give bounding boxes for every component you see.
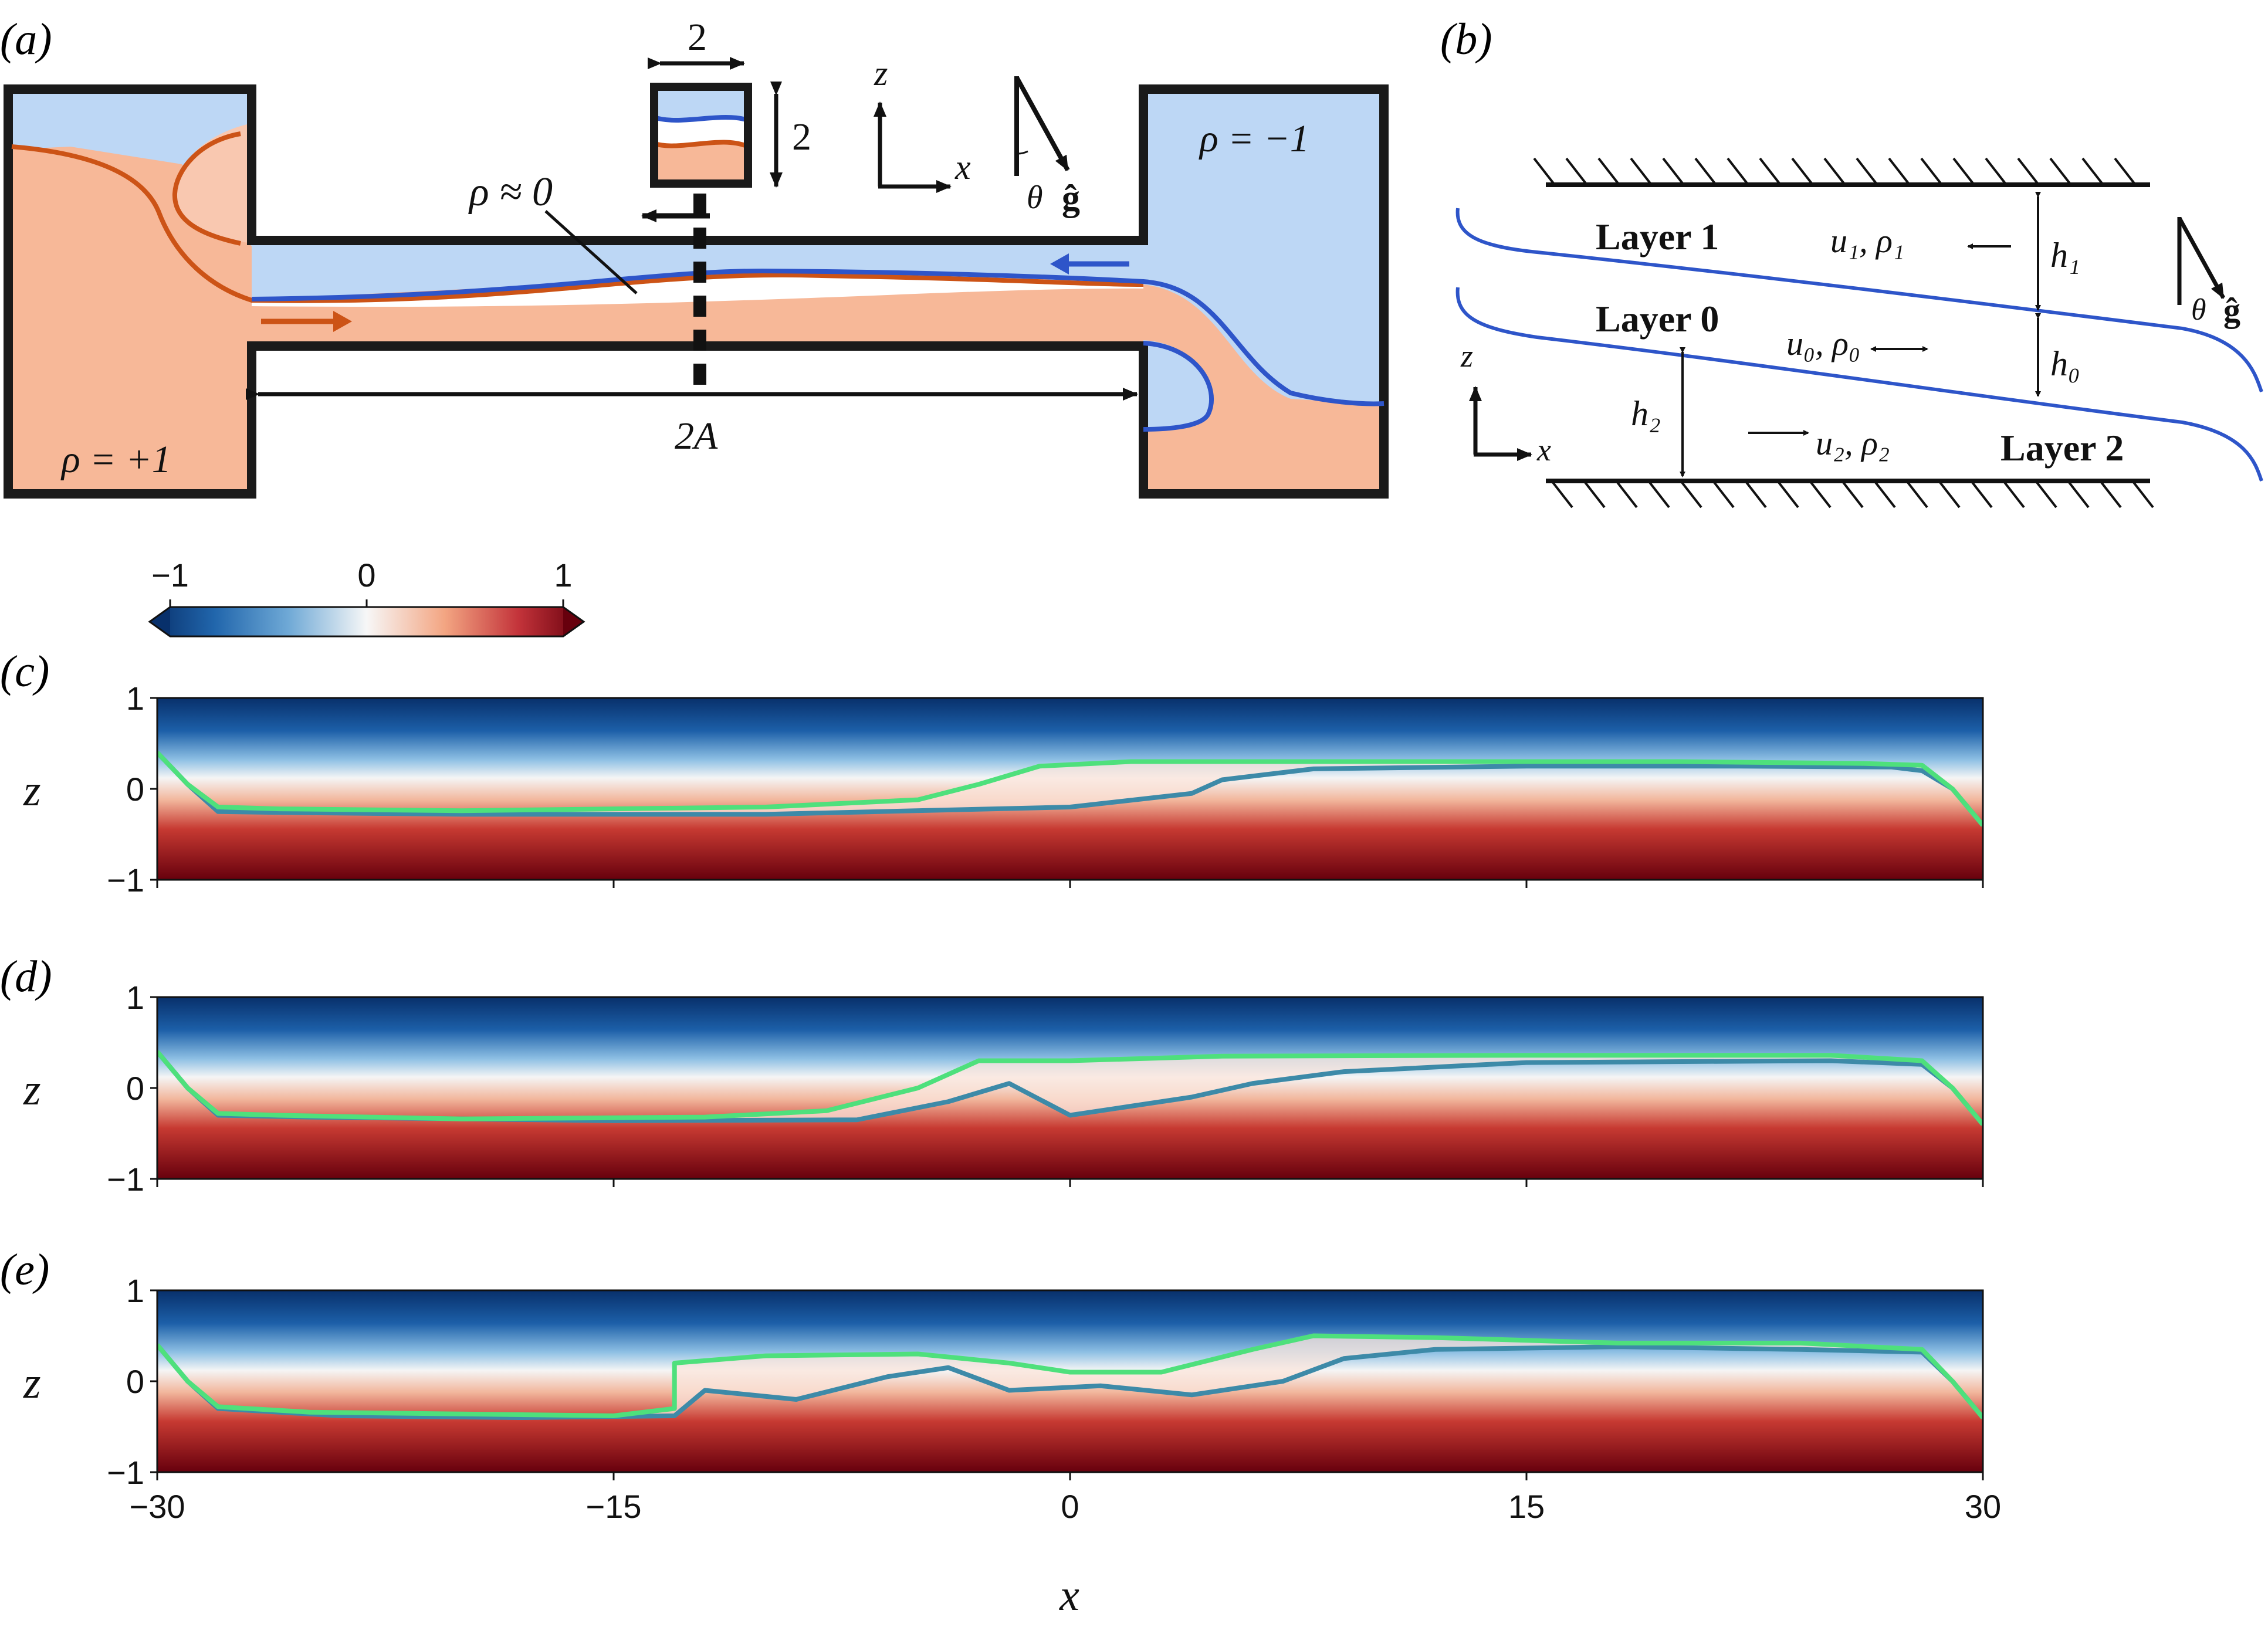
x-tick-label: −30 xyxy=(130,1488,185,1525)
upper-contour xyxy=(157,1050,1983,1126)
upper-contour xyxy=(157,751,1983,827)
y-axis-label: z xyxy=(23,766,41,815)
mixed-layer-region xyxy=(157,1336,1983,1418)
y-axis-label: z xyxy=(23,1358,41,1408)
rho-mid-label: ρ ≈ 0 xyxy=(468,170,553,215)
field-panel: 1 0 −1 z xyxy=(23,979,1984,1198)
layer1-label: Layer 1 xyxy=(1596,216,1719,257)
rho-left-label: ρ = +1 xyxy=(60,438,171,481)
y-tick-label: 0 xyxy=(126,771,144,808)
y-tick-label: −1 xyxy=(107,862,144,899)
field-panel: 1 0 −1 z xyxy=(23,680,1984,899)
colorbar-tick-neg: −1 xyxy=(151,557,189,594)
panel-label-b: (b) xyxy=(1440,15,1492,64)
colorbar-gradient xyxy=(150,607,584,636)
panel-label-e: (e) xyxy=(0,1245,49,1294)
tilt-angle-label-a: θ xyxy=(1027,179,1043,216)
rho-right-label: ρ = −1 xyxy=(1199,117,1309,160)
three-layer-schematic xyxy=(1455,157,2263,509)
layer2-label: Layer 2 xyxy=(2000,427,2124,469)
h1-label: h₁ xyxy=(2050,236,2080,274)
h2-label: h₂ xyxy=(1631,394,1661,433)
y-tick-label: 1 xyxy=(126,680,144,717)
x-tick-label: −15 xyxy=(586,1488,642,1525)
x-tick-label: 15 xyxy=(1508,1488,1545,1525)
y-tick-label: −1 xyxy=(107,1454,144,1491)
colorbar-tick-pos: 1 xyxy=(554,557,572,594)
cross-section-height-label: 2 xyxy=(792,116,811,158)
y-axis-label: z xyxy=(23,1065,41,1114)
axis-x-label-a: x xyxy=(954,148,971,187)
y-tick-label: 1 xyxy=(126,1272,144,1309)
lower-contour xyxy=(157,1343,1983,1420)
x-tick-label: 30 xyxy=(1965,1488,2001,1525)
mixed-layer-region xyxy=(157,753,1983,825)
panel-label-a: (a) xyxy=(0,15,52,64)
gravity-label-b: ĝ xyxy=(2223,291,2240,329)
field-panel: 1 0 −1−30 −15 0 15 30 z xyxy=(23,1272,2001,1525)
lower-contour xyxy=(157,751,1983,827)
channel-schematic xyxy=(4,57,1389,499)
y-tick-label: 1 xyxy=(126,979,144,1016)
colorbar xyxy=(148,599,585,638)
axis-x-label-b: x xyxy=(1536,432,1551,467)
layer0-label: Layer 0 xyxy=(1596,298,1719,340)
axis-z-label-b: z xyxy=(1460,338,1473,374)
y-tick-label: −1 xyxy=(107,1161,144,1198)
u2-rho2-label: u₂, ρ₂ xyxy=(1816,424,1890,462)
x-axis-label: x xyxy=(1059,1571,1079,1620)
gravity-label-a: ĝ xyxy=(1062,178,1080,218)
colorbar-tick-zero: 0 xyxy=(357,557,375,594)
tilt-angle-label-b: θ xyxy=(2191,293,2206,327)
mixed-layer-region xyxy=(157,1052,1983,1124)
channel-length-label: 2A xyxy=(675,415,718,457)
upper-contour xyxy=(157,1333,1983,1419)
x-tick-label: 0 xyxy=(1061,1488,1079,1525)
u1-rho1-label: u₁, ρ₁ xyxy=(1830,222,1904,260)
cross-section-width-label: 2 xyxy=(688,16,707,59)
panel-label-c: (c) xyxy=(0,647,49,696)
h0-label: h₀ xyxy=(2050,344,2080,383)
u0-rho0-label: u₀, ρ₀ xyxy=(1786,324,1860,362)
y-tick-label: 0 xyxy=(126,1070,144,1107)
y-tick-label: 0 xyxy=(126,1363,144,1400)
panel-label-d: (d) xyxy=(0,952,52,1001)
axis-z-label-a: z xyxy=(874,54,888,93)
